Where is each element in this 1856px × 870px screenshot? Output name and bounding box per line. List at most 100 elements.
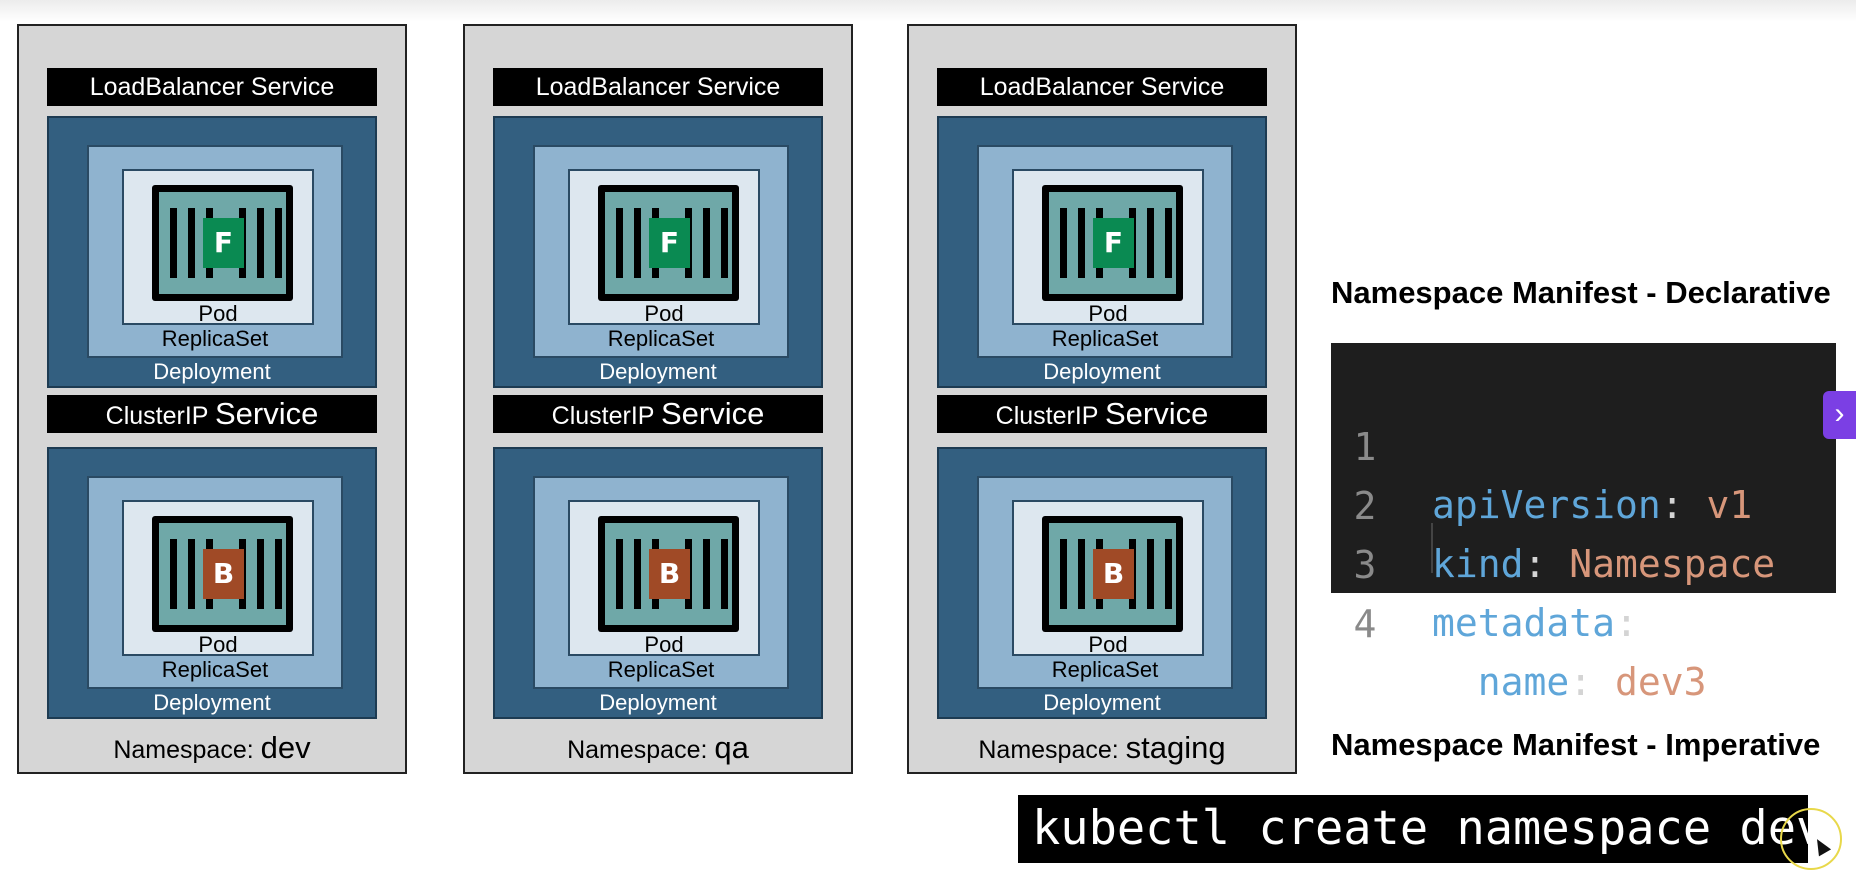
clusterip-service: ClusterIP Service bbox=[937, 395, 1267, 433]
backend-container: B bbox=[152, 516, 293, 632]
container-stripe bbox=[1165, 539, 1172, 609]
code-line: 4 name: dev3 bbox=[1331, 537, 1836, 704]
container-stripe bbox=[257, 208, 264, 278]
pod-label: Pod bbox=[198, 632, 238, 657]
next-slide-button[interactable]: › bbox=[1823, 391, 1856, 439]
yaml-value: Namespace bbox=[1546, 542, 1776, 586]
namespace-name: qa bbox=[714, 730, 749, 765]
frontend-app-badge: F bbox=[1093, 218, 1134, 268]
imperative-command: kubectl create namespace dev1 bbox=[1018, 795, 1808, 863]
container-stripe bbox=[616, 208, 623, 278]
declarative-heading: Namespace Manifest - Declarative bbox=[1331, 275, 1831, 310]
backend-pod: B Pod bbox=[568, 500, 760, 657]
container-stripe bbox=[1147, 539, 1154, 609]
frontend-container: F bbox=[1042, 185, 1183, 301]
backend-app-badge: B bbox=[1093, 549, 1134, 599]
clusterip-label: ClusterIP bbox=[995, 402, 1099, 430]
deployment-label: Deployment bbox=[1043, 690, 1161, 715]
frontend-container: F bbox=[152, 185, 293, 301]
deployment-label: Deployment bbox=[153, 359, 271, 384]
namespace-name: dev bbox=[260, 730, 311, 765]
container-body: F bbox=[605, 192, 732, 294]
code-line: 1 apiVersion: v1 bbox=[1331, 360, 1836, 527]
clusterip-label: ClusterIP bbox=[551, 402, 655, 430]
container-stripe bbox=[188, 539, 195, 609]
namespace-label: Namespace: dev bbox=[19, 730, 405, 766]
deployment-label: Deployment bbox=[153, 690, 271, 715]
backend-app-badge: B bbox=[649, 549, 690, 599]
backend-pod: B Pod bbox=[1012, 500, 1204, 657]
container-stripe bbox=[1165, 208, 1172, 278]
replicaset-label: ReplicaSet bbox=[607, 326, 715, 351]
container-body: B bbox=[605, 523, 732, 625]
container-stripe bbox=[257, 539, 264, 609]
namespace-label-prefix: Namespace: bbox=[113, 736, 254, 764]
yaml-key: name bbox=[1477, 660, 1570, 704]
chevron-right-icon: › bbox=[1834, 397, 1845, 430]
deployment-label: Deployment bbox=[1043, 359, 1161, 384]
line-number: 2 bbox=[1353, 484, 1377, 528]
container-body: F bbox=[1049, 192, 1176, 294]
clusterip-label: ClusterIP bbox=[105, 402, 209, 430]
frontend-container: F bbox=[598, 185, 739, 301]
container-stripe bbox=[634, 208, 641, 278]
replicaset-label: ReplicaSet bbox=[1051, 657, 1159, 682]
replicaset-label: ReplicaSet bbox=[161, 657, 269, 682]
container-stripe bbox=[170, 539, 177, 609]
service-label: Service bbox=[660, 396, 765, 431]
container-stripe bbox=[721, 539, 728, 609]
deployment-label: Deployment bbox=[599, 690, 717, 715]
yaml-colon: : bbox=[1660, 483, 1684, 527]
clusterip-service: ClusterIP Service bbox=[493, 395, 823, 433]
line-number: 1 bbox=[1353, 425, 1377, 469]
service-label: Service bbox=[1104, 396, 1209, 431]
replicaset-label: ReplicaSet bbox=[161, 326, 269, 351]
pod-label: Pod bbox=[198, 301, 238, 326]
pod-label: Pod bbox=[644, 632, 684, 657]
backend-app-badge: B bbox=[203, 549, 244, 599]
yaml-code-block: 1 apiVersion: v1 2 kind: Namespace 3 met… bbox=[1331, 343, 1836, 704]
deployment-label: Deployment bbox=[599, 359, 717, 384]
yaml-key: metadata bbox=[1432, 601, 1616, 645]
container-stripe bbox=[1078, 208, 1085, 278]
container-stripe bbox=[275, 208, 282, 278]
yaml-key: apiVersion bbox=[1432, 483, 1661, 527]
clusterip-service: ClusterIP Service bbox=[47, 395, 377, 433]
indent-guide bbox=[1431, 523, 1433, 573]
container-stripe bbox=[616, 539, 623, 609]
container-stripe bbox=[188, 208, 195, 278]
namespace-label-prefix: Namespace: bbox=[978, 736, 1119, 764]
code-line: 2 kind: Namespace bbox=[1331, 419, 1836, 586]
yaml-value: dev3 bbox=[1592, 660, 1707, 704]
namespace-name: staging bbox=[1125, 730, 1226, 765]
yaml-colon: : bbox=[1523, 542, 1547, 586]
line-number: 4 bbox=[1353, 602, 1377, 646]
loadbalancer-service: LoadBalancer Service bbox=[493, 68, 823, 106]
container-stripe bbox=[1060, 539, 1067, 609]
container-body: B bbox=[159, 523, 286, 625]
line-number: 3 bbox=[1353, 543, 1377, 587]
namespace-label: Namespace: staging bbox=[909, 730, 1295, 766]
yaml-value: v1 bbox=[1683, 483, 1753, 527]
yaml-key: kind bbox=[1432, 542, 1524, 586]
yaml-colon: : bbox=[1569, 660, 1593, 704]
replicaset-label: ReplicaSet bbox=[1051, 326, 1159, 351]
container-stripe bbox=[1147, 208, 1154, 278]
backend-container: B bbox=[598, 516, 739, 632]
container-stripe bbox=[1078, 539, 1085, 609]
namespace-label-prefix: Namespace: bbox=[567, 736, 708, 764]
pod-label: Pod bbox=[1088, 632, 1128, 657]
container-stripe bbox=[634, 539, 641, 609]
